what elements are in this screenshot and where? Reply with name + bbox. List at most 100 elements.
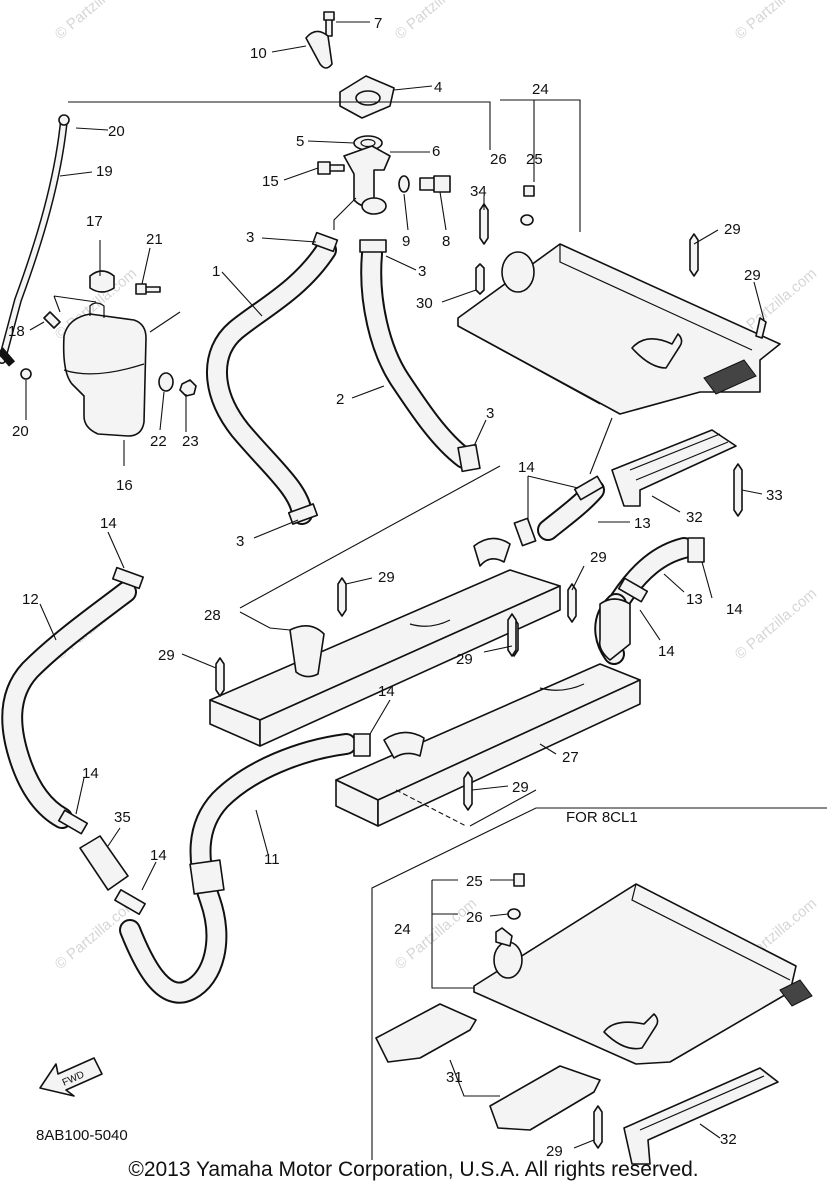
- inset-8cl1: FOR 8CL1: [371, 807, 827, 1165]
- washer-26: [520, 214, 534, 226]
- label-27: 27: [562, 749, 579, 766]
- label-21: 21: [146, 231, 163, 248]
- label-2: 2: [336, 391, 344, 408]
- cooler-27: [335, 583, 641, 827]
- watermark-text: © Partzilla.com: [732, 585, 820, 663]
- rivet-29: [215, 657, 225, 697]
- connection-line: [469, 789, 537, 827]
- cap-center: [355, 90, 381, 106]
- label-29-d: 29: [378, 569, 395, 586]
- rivet-29: [507, 613, 517, 657]
- watermark-text: © Partzilla.com: [52, 0, 140, 43]
- rivet-29: [593, 1105, 603, 1149]
- elbow-27: [383, 731, 425, 759]
- plate-edge: [559, 244, 753, 351]
- label-3-b: 3: [418, 263, 426, 280]
- label-20-bottom: 20: [12, 423, 29, 440]
- bracket-32-lower: [623, 1067, 779, 1165]
- cooler-seam: [539, 683, 585, 691]
- leader-lines: [25, 21, 765, 1149]
- label-24-inset: 24: [394, 921, 411, 938]
- label-24-top: 24: [532, 81, 549, 98]
- label-7: 7: [374, 15, 382, 32]
- label-25-top: 25: [526, 151, 543, 168]
- label-23: 23: [182, 433, 199, 450]
- label-17: 17: [86, 213, 103, 230]
- label-35: 35: [114, 809, 131, 826]
- label-30: 30: [416, 295, 433, 312]
- label-3-a: 3: [246, 229, 254, 246]
- label-8: 8: [442, 233, 450, 250]
- hose-12: [1, 566, 145, 835]
- clamp-14: [513, 517, 537, 547]
- inset-border: [371, 807, 827, 1160]
- label-14-b: 14: [100, 515, 117, 532]
- hose-2: [359, 239, 481, 473]
- label-33: 33: [766, 487, 783, 504]
- label-29-b: 29: [744, 267, 761, 284]
- joint-body: [79, 835, 129, 891]
- label-32-b: 32: [720, 1131, 737, 1148]
- bracket-32-upper: [611, 429, 743, 517]
- bracket-24: [431, 880, 474, 989]
- inlet-neck: [495, 927, 513, 947]
- elbow-13-down: [598, 598, 631, 661]
- plate-edge: [457, 325, 601, 405]
- joint-35: [79, 835, 146, 915]
- label-9: 9: [402, 233, 410, 250]
- bracket-rails: [629, 433, 729, 481]
- connection-line: [395, 789, 467, 827]
- clamp-14: [353, 733, 371, 757]
- label-29-f: 29: [456, 651, 473, 668]
- bracket-rail: [639, 1075, 765, 1131]
- label-34: 34: [470, 183, 487, 200]
- label-29-h: 29: [546, 1143, 563, 1160]
- clamp-14: [114, 889, 146, 915]
- label-13-b: 13: [686, 591, 703, 608]
- rivet-33: [733, 463, 743, 517]
- label-19: 19: [96, 163, 113, 180]
- bolt-25: [513, 873, 525, 887]
- label-4: 4: [434, 79, 442, 96]
- fwd-arrow: FWD: [39, 1057, 103, 1097]
- label-31: 31: [446, 1069, 463, 1086]
- label-11: 11: [264, 851, 280, 868]
- cooler-seam: [409, 619, 451, 627]
- connection-line: [589, 417, 613, 475]
- watermark-text: © Partzilla.com: [392, 0, 480, 43]
- label-12: 12: [22, 591, 39, 608]
- reservoir-tank-16: [20, 270, 197, 437]
- bracket-24: [500, 99, 581, 232]
- connection-line: [68, 101, 491, 150]
- clamp-14: [57, 809, 89, 835]
- clamp-3: [457, 443, 481, 473]
- label-3-d: 3: [236, 533, 244, 550]
- label-18: 18: [8, 323, 25, 340]
- inlet-port: [501, 251, 535, 293]
- heat-exchanger-24: [457, 185, 781, 415]
- outlet-elbow: [603, 1013, 659, 1050]
- label-10: 10: [250, 45, 267, 62]
- sensor-8: [419, 175, 451, 193]
- label-3-c: 3: [486, 405, 494, 422]
- connection-line: [333, 197, 357, 230]
- clamp-14: [687, 537, 705, 563]
- leader-28: [239, 611, 291, 631]
- rivet-29: [463, 771, 473, 811]
- gasket-hole: [360, 138, 376, 148]
- bolt-15: [317, 161, 345, 175]
- label-26-inset: 26: [466, 909, 483, 926]
- leader-18: [53, 295, 97, 313]
- label-14-f: 14: [82, 765, 99, 782]
- tank-body: [62, 313, 147, 437]
- rivet-29: [337, 577, 347, 617]
- label-14-c: 14: [726, 601, 743, 618]
- label-29-g: 29: [512, 779, 529, 796]
- bolt-7: [323, 11, 335, 37]
- nut-23: [179, 379, 197, 397]
- clamp-20-bottom: [20, 368, 32, 380]
- label-5: 5: [296, 133, 304, 150]
- elbow-28: [289, 625, 325, 678]
- clamp-14: [111, 566, 145, 590]
- hose-11: [119, 733, 371, 1004]
